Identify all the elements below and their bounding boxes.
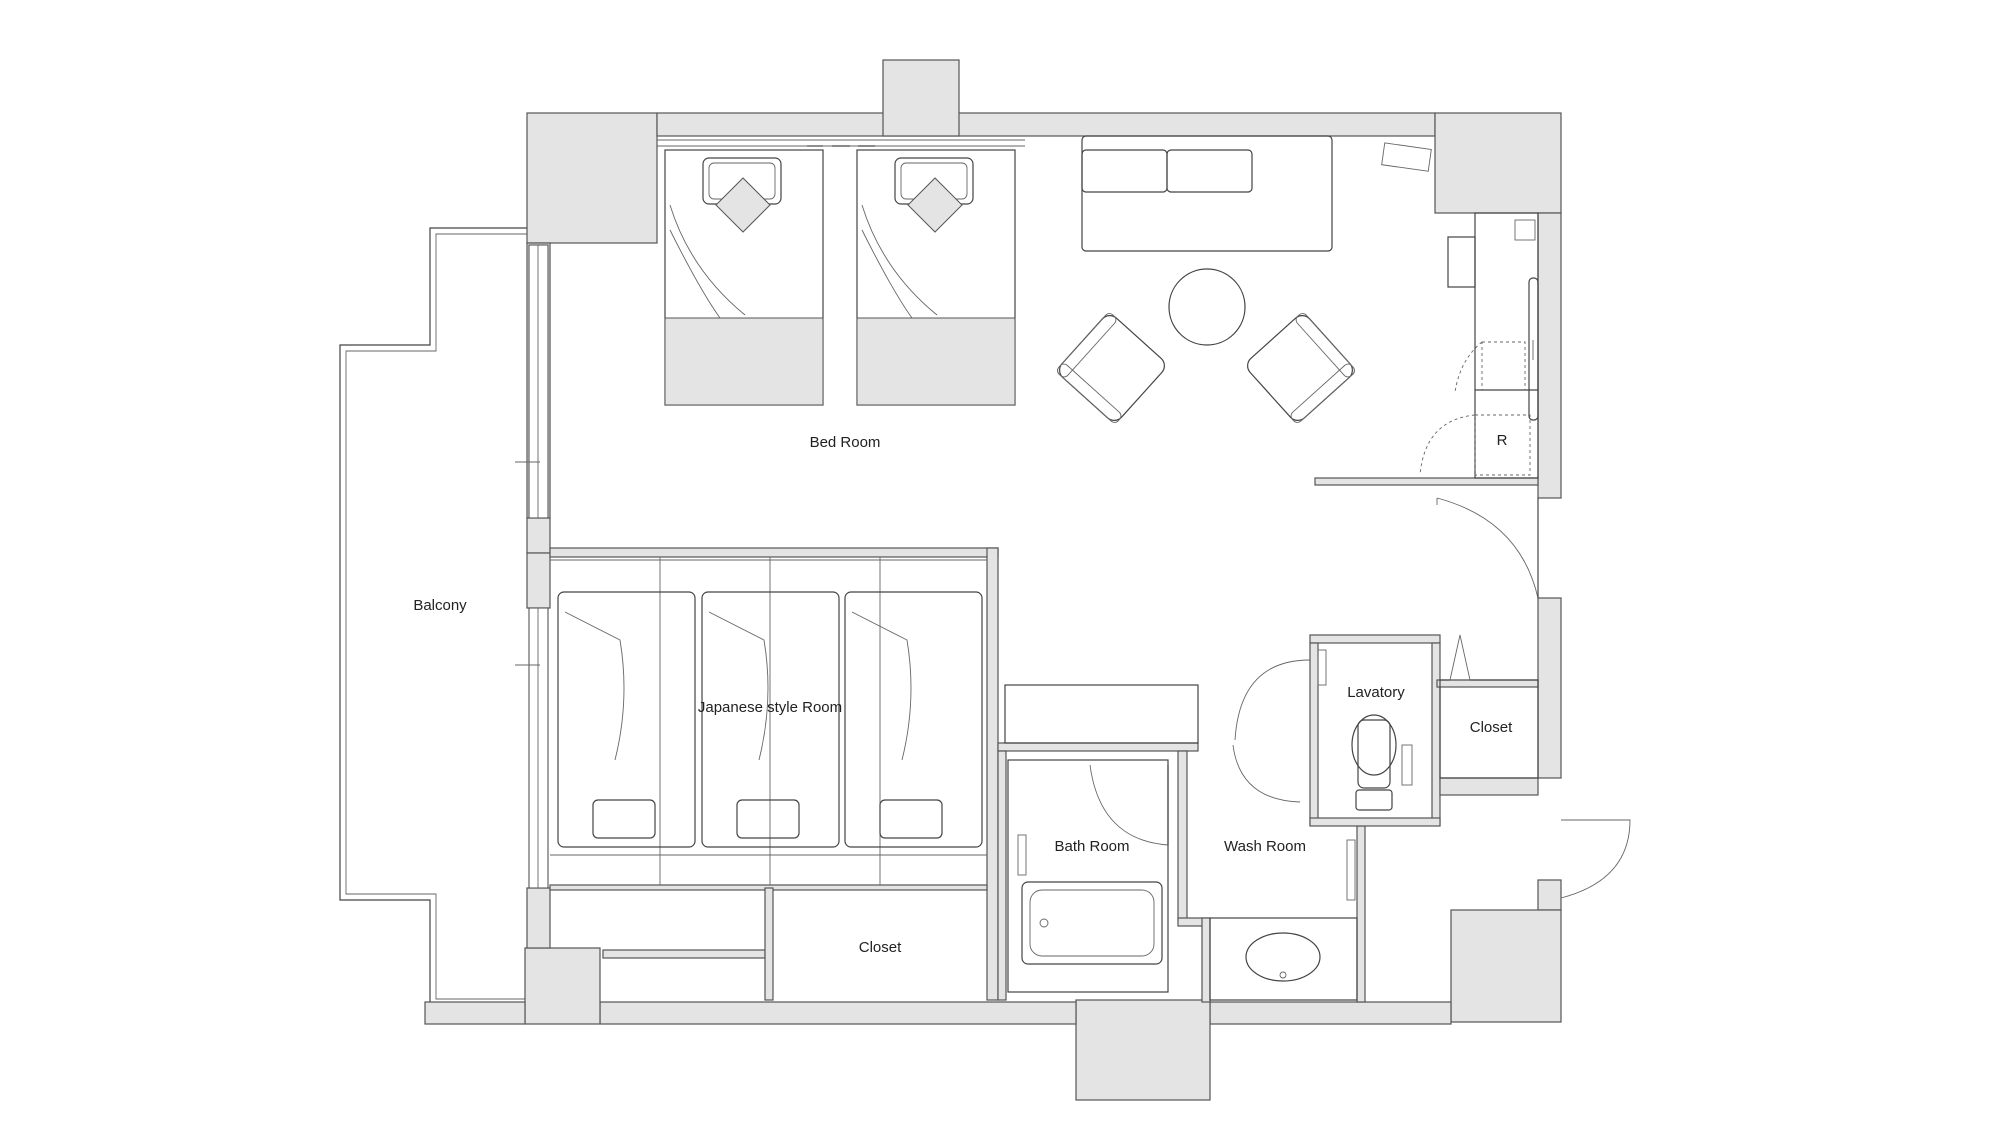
- exterior-walls: [424, 59, 1562, 1101]
- wash-room-fixtures: [1209, 659, 1358, 1001]
- label-refrigerator: R: [1497, 432, 1508, 449]
- label-lavatory: Lavatory: [1347, 684, 1405, 701]
- armchair-right: [1247, 313, 1355, 423]
- bed-right: [856, 149, 1016, 406]
- label-closet-bottom: Closet: [859, 939, 902, 956]
- armchair-left: [1057, 313, 1165, 423]
- bath-storage: [1004, 684, 1199, 744]
- label-balcony: Balcony: [413, 597, 467, 614]
- label-closet-right: Closet: [1470, 719, 1513, 736]
- exterior-door: [1560, 819, 1631, 899]
- desk-area: [1381, 142, 1539, 479]
- label-wash-room: Wash Room: [1224, 838, 1306, 855]
- label-japanese-room: Japanese style Room: [698, 699, 842, 716]
- entry-door: [1436, 497, 1539, 599]
- balcony-windows: [515, 244, 549, 889]
- toilet: [1317, 649, 1413, 811]
- sofa: [1081, 135, 1333, 252]
- interior-walls: [549, 477, 1539, 1003]
- label-bath-room: Bath Room: [1054, 838, 1129, 855]
- bath-room-fixtures: [1007, 759, 1169, 993]
- headboard-shelf: [657, 139, 1025, 147]
- round-table: [1168, 268, 1246, 346]
- japanese-room-futons: [550, 557, 987, 885]
- label-bed-room: Bed Room: [810, 434, 881, 451]
- closet-right-fixtures: [1439, 634, 1539, 779]
- bed-left: [664, 149, 824, 406]
- balcony-area: [339, 227, 530, 1006]
